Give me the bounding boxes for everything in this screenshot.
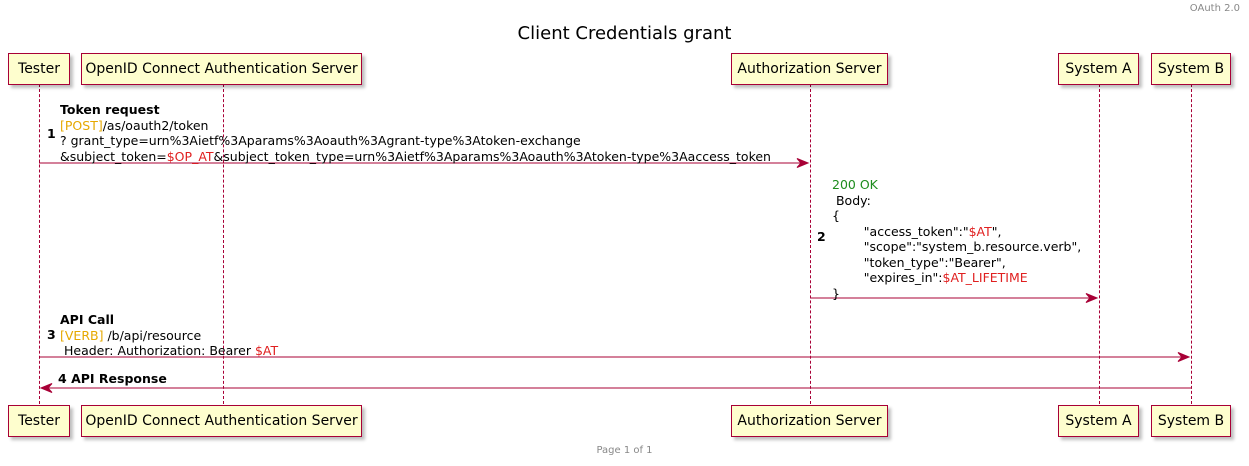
arrow-2-head	[1085, 293, 1099, 303]
message-3-title: API Call	[60, 312, 115, 327]
message-4-number: 4	[58, 371, 67, 386]
message-3-method: [VERB]	[60, 327, 104, 343]
message-1-number: 1	[47, 126, 56, 141]
participant-authorization-server-top: Authorization Server	[731, 53, 888, 85]
message-3-number: 3	[47, 327, 56, 342]
message-2-token-type: "token_type":"Bearer",	[832, 254, 1006, 270]
message-2-status: 200 OK	[832, 177, 878, 192]
message-3-label: API Call [VERB] /b/api/resource Header: …	[60, 312, 278, 359]
participant-system-a-bottom: System A	[1058, 405, 1139, 437]
diagram-title: Client Credentials grant	[517, 23, 732, 44]
arrow-4-head	[39, 383, 53, 393]
message-2-access-token-suffix: ",	[991, 223, 1002, 239]
participant-system-b-bottom: System B	[1151, 405, 1231, 437]
message-4-title: API Response	[71, 371, 167, 386]
message-1-line3-prefix: &subject_token=	[60, 148, 167, 164]
message-2-label: 200 OK Body: { "access_token":"$AT", "sc…	[832, 177, 1081, 301]
arrow-3-head	[1177, 352, 1191, 362]
message-2-close-brace: }	[832, 285, 840, 301]
message-3-path: /b/api/resource	[103, 327, 202, 343]
message-2-open-brace: {	[832, 208, 840, 223]
lifeline-openid-server	[223, 84, 224, 404]
message-1-line3-var: $OP_AT	[166, 148, 214, 164]
participant-system-a-top: System A	[1058, 53, 1139, 85]
message-2-access-token-prefix: "access_token":"	[832, 223, 969, 239]
message-2-number: 2	[817, 229, 826, 244]
lifeline-system-b	[1191, 84, 1192, 404]
participant-openid-server-bottom: OpenID Connect Authentication Server	[81, 405, 362, 437]
message-1-method: [POST]	[60, 117, 103, 133]
message-2-expires-prefix: "expires_in":	[832, 270, 943, 285]
message-1-label: Token request [POST]/as/oauth2/token ? g…	[60, 102, 771, 164]
lifeline-authorization-server	[810, 84, 811, 404]
participant-openid-server-top: OpenID Connect Authentication Server	[81, 53, 362, 85]
message-1-title: Token request	[60, 102, 160, 117]
message-2-body-label: Body:	[832, 192, 871, 208]
message-1-line2: ? grant_type=urn%3Aietf%3Aparams%3Aoauth…	[60, 133, 581, 148]
message-2-access-token-var: $AT	[968, 223, 992, 239]
message-1-line3-suffix: &subject_token_type=urn%3Aietf%3Aparams%…	[213, 148, 771, 164]
page-header: OAuth 2.0	[1189, 3, 1240, 14]
participant-authorization-server-bottom: Authorization Server	[731, 405, 888, 437]
participant-tester-bottom: Tester	[8, 405, 70, 437]
arrow-1-head	[796, 158, 810, 168]
page-footer: Page 1 of 1	[596, 445, 653, 456]
message-1-path: /as/oauth2/token	[102, 117, 209, 133]
message-4-label: 4 API Response	[58, 371, 167, 387]
lifeline-system-a	[1099, 84, 1100, 404]
participant-system-b-top: System B	[1151, 53, 1231, 85]
message-2-scope: "scope":"system_b.resource.verb",	[832, 239, 1082, 254]
message-3-header-prefix: Header: Authorization: Bearer	[60, 343, 255, 358]
lifeline-tester	[39, 84, 40, 404]
message-2-expires-var: $AT_LIFETIME	[942, 270, 1028, 285]
message-3-header-var: $AT	[254, 343, 279, 358]
participant-tester-top: Tester	[8, 53, 70, 85]
